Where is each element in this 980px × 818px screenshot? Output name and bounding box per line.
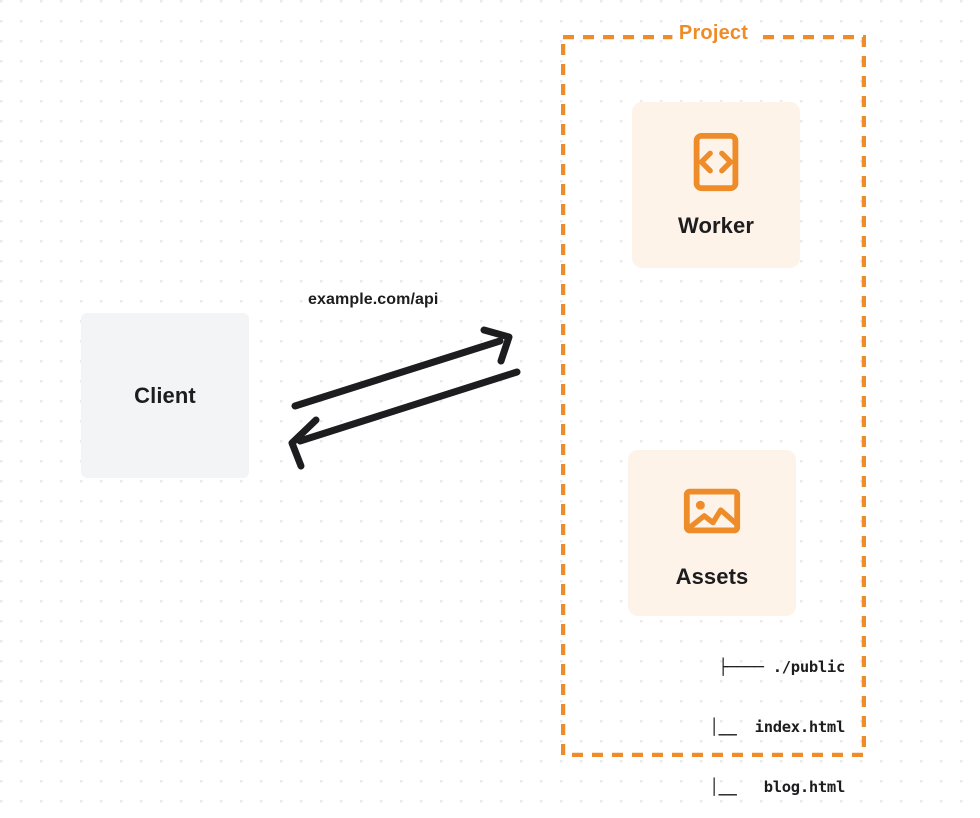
response-arrow-icon: [288, 368, 521, 470]
assets-file-tree: ├──── ./public │__ index.html │__ blog.h…: [595, 617, 846, 818]
client-label: Client: [134, 382, 196, 408]
worker-node[interactable]: Worker: [632, 102, 800, 268]
connection-label: example.com/api: [308, 291, 439, 308]
code-brackets-icon: [693, 132, 739, 192]
file-tree-row: │__ index.html: [682, 718, 846, 736]
assets-node[interactable]: Assets: [628, 450, 796, 616]
worker-label: Worker: [678, 213, 754, 238]
file-tree-row: ├──── ./public: [718, 658, 846, 676]
assets-label: Assets: [675, 564, 749, 589]
project-title: Project: [671, 22, 756, 45]
client-node[interactable]: Client: [81, 313, 249, 478]
file-tree-row: │__ blog.html: [682, 778, 846, 796]
request-arrow-icon: [291, 326, 513, 410]
image-icon: [683, 488, 741, 534]
project-group: Project Worker Assets ├──── ./public │__…: [561, 22, 866, 796]
